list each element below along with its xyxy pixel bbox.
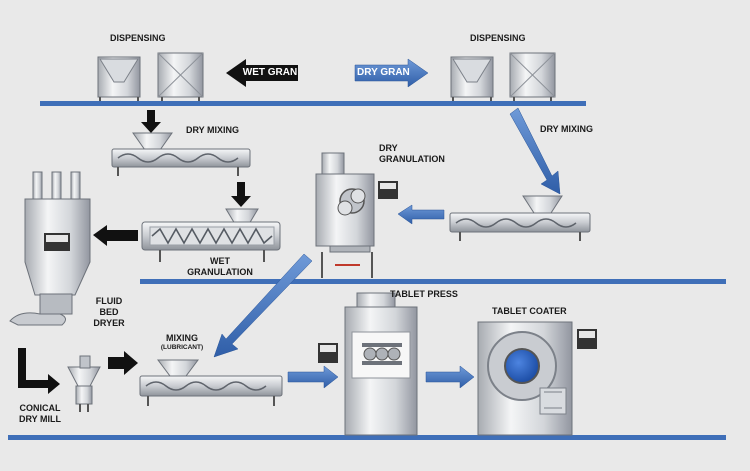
label-dry-granulation-line1: DRY: [379, 143, 398, 153]
dry-mixer-left: [111, 132, 251, 176]
label-wet-gran: WET GRAN: [242, 67, 298, 78]
arrow-down-to-dry-mixing: [141, 110, 161, 133]
label-dry-granulation: DRY GRANULATION: [379, 143, 445, 165]
label-mixing: MIXING (LUBRICANT): [152, 333, 212, 352]
belt-middle: [140, 279, 726, 284]
dispensing-right-bins: [450, 52, 556, 101]
arrow-left-to-dryer: [93, 225, 138, 246]
label-fluid-bed-dryer-line1: FLUID: [95, 296, 123, 306]
arrow-to-dry-mixing-right: [509, 107, 561, 195]
arrow-dryer-to-mill: [18, 348, 60, 394]
label-dispensing-right: DISPENSING: [470, 33, 526, 43]
belt-bottom: [8, 435, 726, 440]
arrow-mill-to-mixing: [108, 351, 138, 375]
label-conical-dry-mill: CONICAL DRY MILL: [10, 403, 70, 425]
fluid-bed-dryer: [9, 171, 91, 326]
label-fluid-bed-dryer-line2: BED: [99, 307, 119, 317]
label-dry-mixing-left: DRY MIXING: [186, 125, 240, 135]
label-dispensing-left: DISPENSING: [110, 33, 166, 43]
label-wet-granulation-line1: WET: [210, 256, 230, 266]
belt-top: [40, 101, 586, 106]
dry-granulator: [315, 152, 398, 278]
dispensing-left-bins: [97, 52, 204, 101]
label-wet-granulation-line2: GRANULATION: [187, 267, 253, 277]
conical-dry-mill: [67, 355, 101, 412]
label-tablet-coater: TABLET COATER: [492, 306, 567, 316]
label-dry-gran: DRY GRAN: [357, 67, 410, 78]
label-conical-dry-mill-line2: DRY MILL: [19, 414, 61, 424]
wet-gran-arrow: [226, 59, 298, 87]
dry-mixer-right: [449, 195, 591, 241]
arrow-to-mixing-lubricant: [213, 253, 313, 358]
arrow-to-dry-granulation: [397, 204, 445, 225]
arrow-down-to-wet-granulation: [231, 182, 251, 207]
label-fluid-bed-dryer-line3: DRYER: [93, 318, 125, 328]
label-dry-mixing-right: DRY MIXING: [540, 124, 594, 134]
label-conical-dry-mill-line1: CONICAL: [19, 403, 61, 413]
tablet-press: [318, 292, 418, 436]
label-wet-granulation: WET GRANULATION: [180, 256, 260, 278]
label-mixing-sub: (LUBRICANT): [160, 344, 204, 351]
dry-gran-arrow: [354, 58, 429, 88]
lubricant-mixer: [139, 359, 283, 406]
wet-granulator: [141, 208, 281, 262]
label-mixing-line1: MIXING: [165, 333, 198, 343]
tablet-coater: [477, 321, 597, 436]
label-fluid-bed-dryer: FLUID BED DRYER: [89, 296, 129, 329]
arrow-to-tablet-press: [287, 365, 339, 389]
label-dry-granulation-line2: GRANULATION: [379, 154, 445, 164]
arrow-to-tablet-coater: [425, 365, 475, 389]
label-tablet-press: TABLET PRESS: [390, 289, 458, 299]
